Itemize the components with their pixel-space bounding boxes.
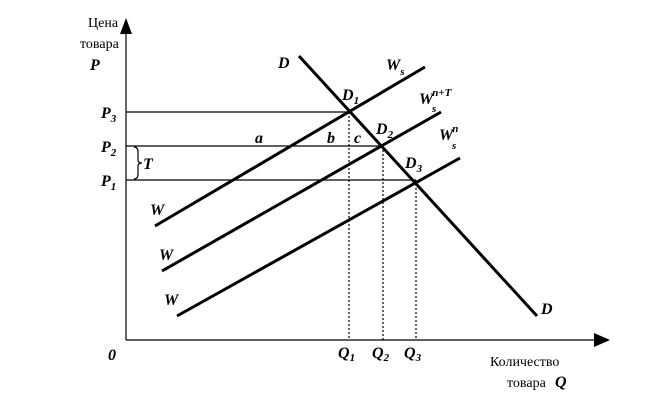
p3-label: P3	[100, 105, 117, 125]
p2-label: P2	[100, 139, 117, 159]
ws-n-label: Wn	[439, 123, 458, 144]
ws-n-start-label: W	[164, 292, 180, 309]
q2-label: Q2	[372, 345, 390, 364]
area-a-label: a	[255, 130, 263, 147]
supply-curve-ws	[154, 65, 426, 228]
tax-label: T	[143, 156, 154, 173]
ws-label: Ws	[386, 57, 405, 78]
supply-curve-ws-n	[176, 156, 461, 318]
y-axis-label-line2: товара	[80, 37, 120, 52]
d2-label: D2	[375, 121, 394, 141]
x-axis-label-line2: товара	[507, 376, 547, 391]
d3-label: D3	[404, 155, 423, 175]
q3-label: Q3	[404, 345, 422, 364]
x-axis-arrow-icon	[594, 333, 610, 347]
ws-n-sub: s	[451, 140, 456, 152]
ws-n-plus-t-start-label: W	[159, 247, 175, 264]
origin-label: 0	[108, 347, 116, 364]
y-axis-label-line1: Цена	[88, 16, 119, 31]
area-c-label: c	[354, 130, 361, 147]
ws-n-plus-t-label: Wn+T	[419, 87, 453, 108]
area-b-label: b	[327, 130, 335, 147]
y-axis-arrow-icon	[120, 18, 132, 34]
demand-label-top: D	[277, 55, 290, 72]
x-axis-symbol: Q	[555, 374, 567, 391]
demand-curve	[297, 54, 539, 318]
p1-label: P1	[100, 173, 116, 193]
y-axis-symbol: P	[89, 57, 100, 74]
ws-n-plus-t-sub: s	[431, 103, 436, 115]
demand-label-bottom: D	[540, 301, 553, 318]
ws-start-label: W	[150, 202, 166, 219]
supply-curve-ws-n-plus-t	[161, 110, 442, 273]
x-axis-label-line1: Количество	[490, 355, 559, 370]
d1-label: D1	[341, 87, 359, 107]
tax-brace-icon	[133, 146, 143, 180]
q1-label: Q1	[338, 345, 355, 364]
